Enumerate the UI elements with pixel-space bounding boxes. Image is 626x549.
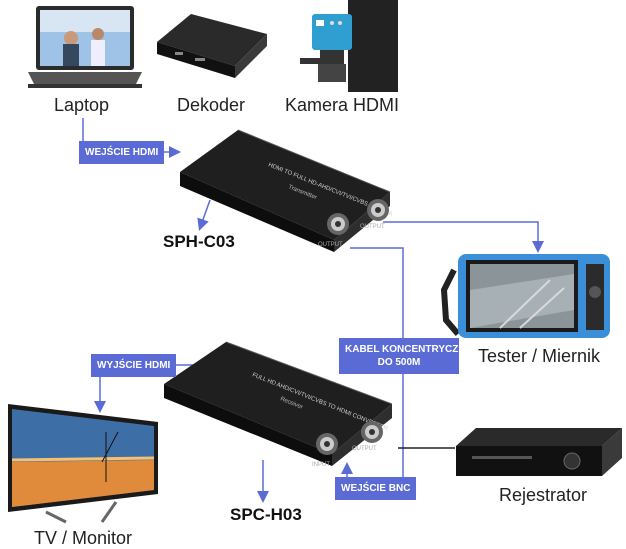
receiver-device: FULL HD AHD/CVI/TVI/CVBS TO HDMI CONVERT… [162, 340, 394, 468]
receiver-port-label-1: INPUT [312, 462, 330, 468]
dvr-icon [452, 426, 624, 480]
receiver-code: SPC-H03 [230, 505, 302, 524]
hdmi-output-tag: WYJŚCIE HDMI [91, 354, 177, 377]
bnc-output-port [361, 421, 383, 443]
camera-label: Kamera HDMI [285, 95, 400, 115]
recorder-label: Rejestrator [499, 485, 588, 505]
receiver-port-label-2: OUTPUT [352, 446, 377, 452]
transmitter-code: SPH-C03 [163, 232, 235, 251]
bnc-port-2 [367, 199, 389, 221]
tester-label: Tester / Miernik [478, 346, 601, 366]
decoder-box-icon [155, 12, 269, 84]
hdmi-input-tag: WEJŚCIE HDMI [79, 141, 165, 164]
transmitter-port-label-1: OUTPUT [318, 242, 343, 248]
decoder-label: Dekoder [177, 95, 246, 115]
coax-cable-line2: DO 500M [377, 357, 421, 368]
bnc-input-tag: WEJŚCIE BNC [335, 477, 417, 500]
tv-icon [6, 402, 160, 524]
coax-cable-line1: KABEL KONCENTRYCZNY [345, 344, 473, 355]
laptop-label: Laptop [54, 95, 110, 115]
transmitter-device: HDMI TO FULL HD-AHD/CVI/TVI/CVBS CONVERT… [178, 128, 406, 252]
tv-label: TV / Monitor [34, 528, 133, 548]
bnc-port-1 [327, 213, 349, 235]
transmitter-port-label-2: OUTPUT [360, 224, 385, 230]
bnc-input-port [316, 433, 338, 455]
laptop-icon [26, 4, 144, 90]
camera-icon [298, 0, 398, 92]
coax-cable-tag: KABEL KONCENTRYCZNY DO 500M [339, 338, 473, 374]
tester-icon [440, 250, 618, 342]
